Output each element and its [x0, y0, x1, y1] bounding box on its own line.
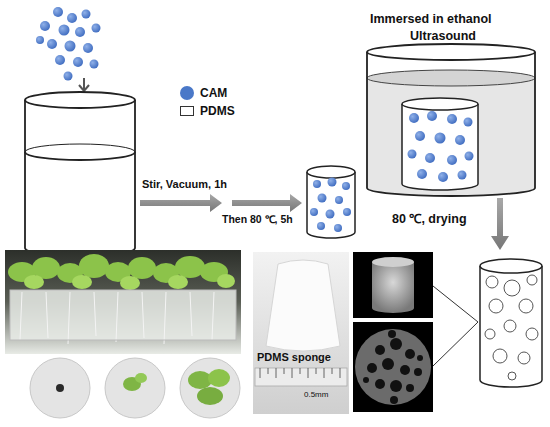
- process-arrow: [140, 194, 222, 212]
- ultrasound-bath: [367, 44, 535, 196]
- sponge-cross-section: [353, 322, 433, 412]
- growth-stage-photos: [30, 358, 240, 418]
- annotation-label: Immersed in ethanol: [370, 12, 492, 26]
- annotation-label: Then 80 ℃, 5h: [222, 213, 293, 225]
- pdms-beaker: [25, 92, 135, 256]
- annotation-label: Ultrasound: [410, 29, 476, 43]
- cam-particles: [36, 7, 101, 81]
- seedling-photo: [5, 250, 241, 354]
- cured-block: [307, 166, 355, 238]
- annotation-label: PDMS sponge: [257, 351, 331, 364]
- legend-item: CAM: [180, 86, 227, 100]
- annotation-label: 80 ℃, drying: [392, 212, 467, 226]
- sponge-photo: [253, 252, 349, 414]
- legend-swatch-rect: [180, 106, 194, 116]
- process-arrow: [491, 198, 509, 250]
- annotation-label: 0.5mm: [304, 390, 328, 399]
- legend-swatch-circle: [180, 86, 194, 100]
- annotation-label: Stir, Vacuum, 1h: [142, 178, 227, 191]
- legend-item: PDMS: [180, 104, 235, 118]
- porous-sponge: [480, 259, 542, 387]
- process-arrow: [232, 194, 302, 212]
- leader-line: [433, 286, 478, 366]
- sponge-render: [353, 252, 433, 318]
- legend-label: PDMS: [200, 104, 235, 118]
- legend-label: CAM: [200, 86, 227, 100]
- drop-arrow: [79, 78, 89, 91]
